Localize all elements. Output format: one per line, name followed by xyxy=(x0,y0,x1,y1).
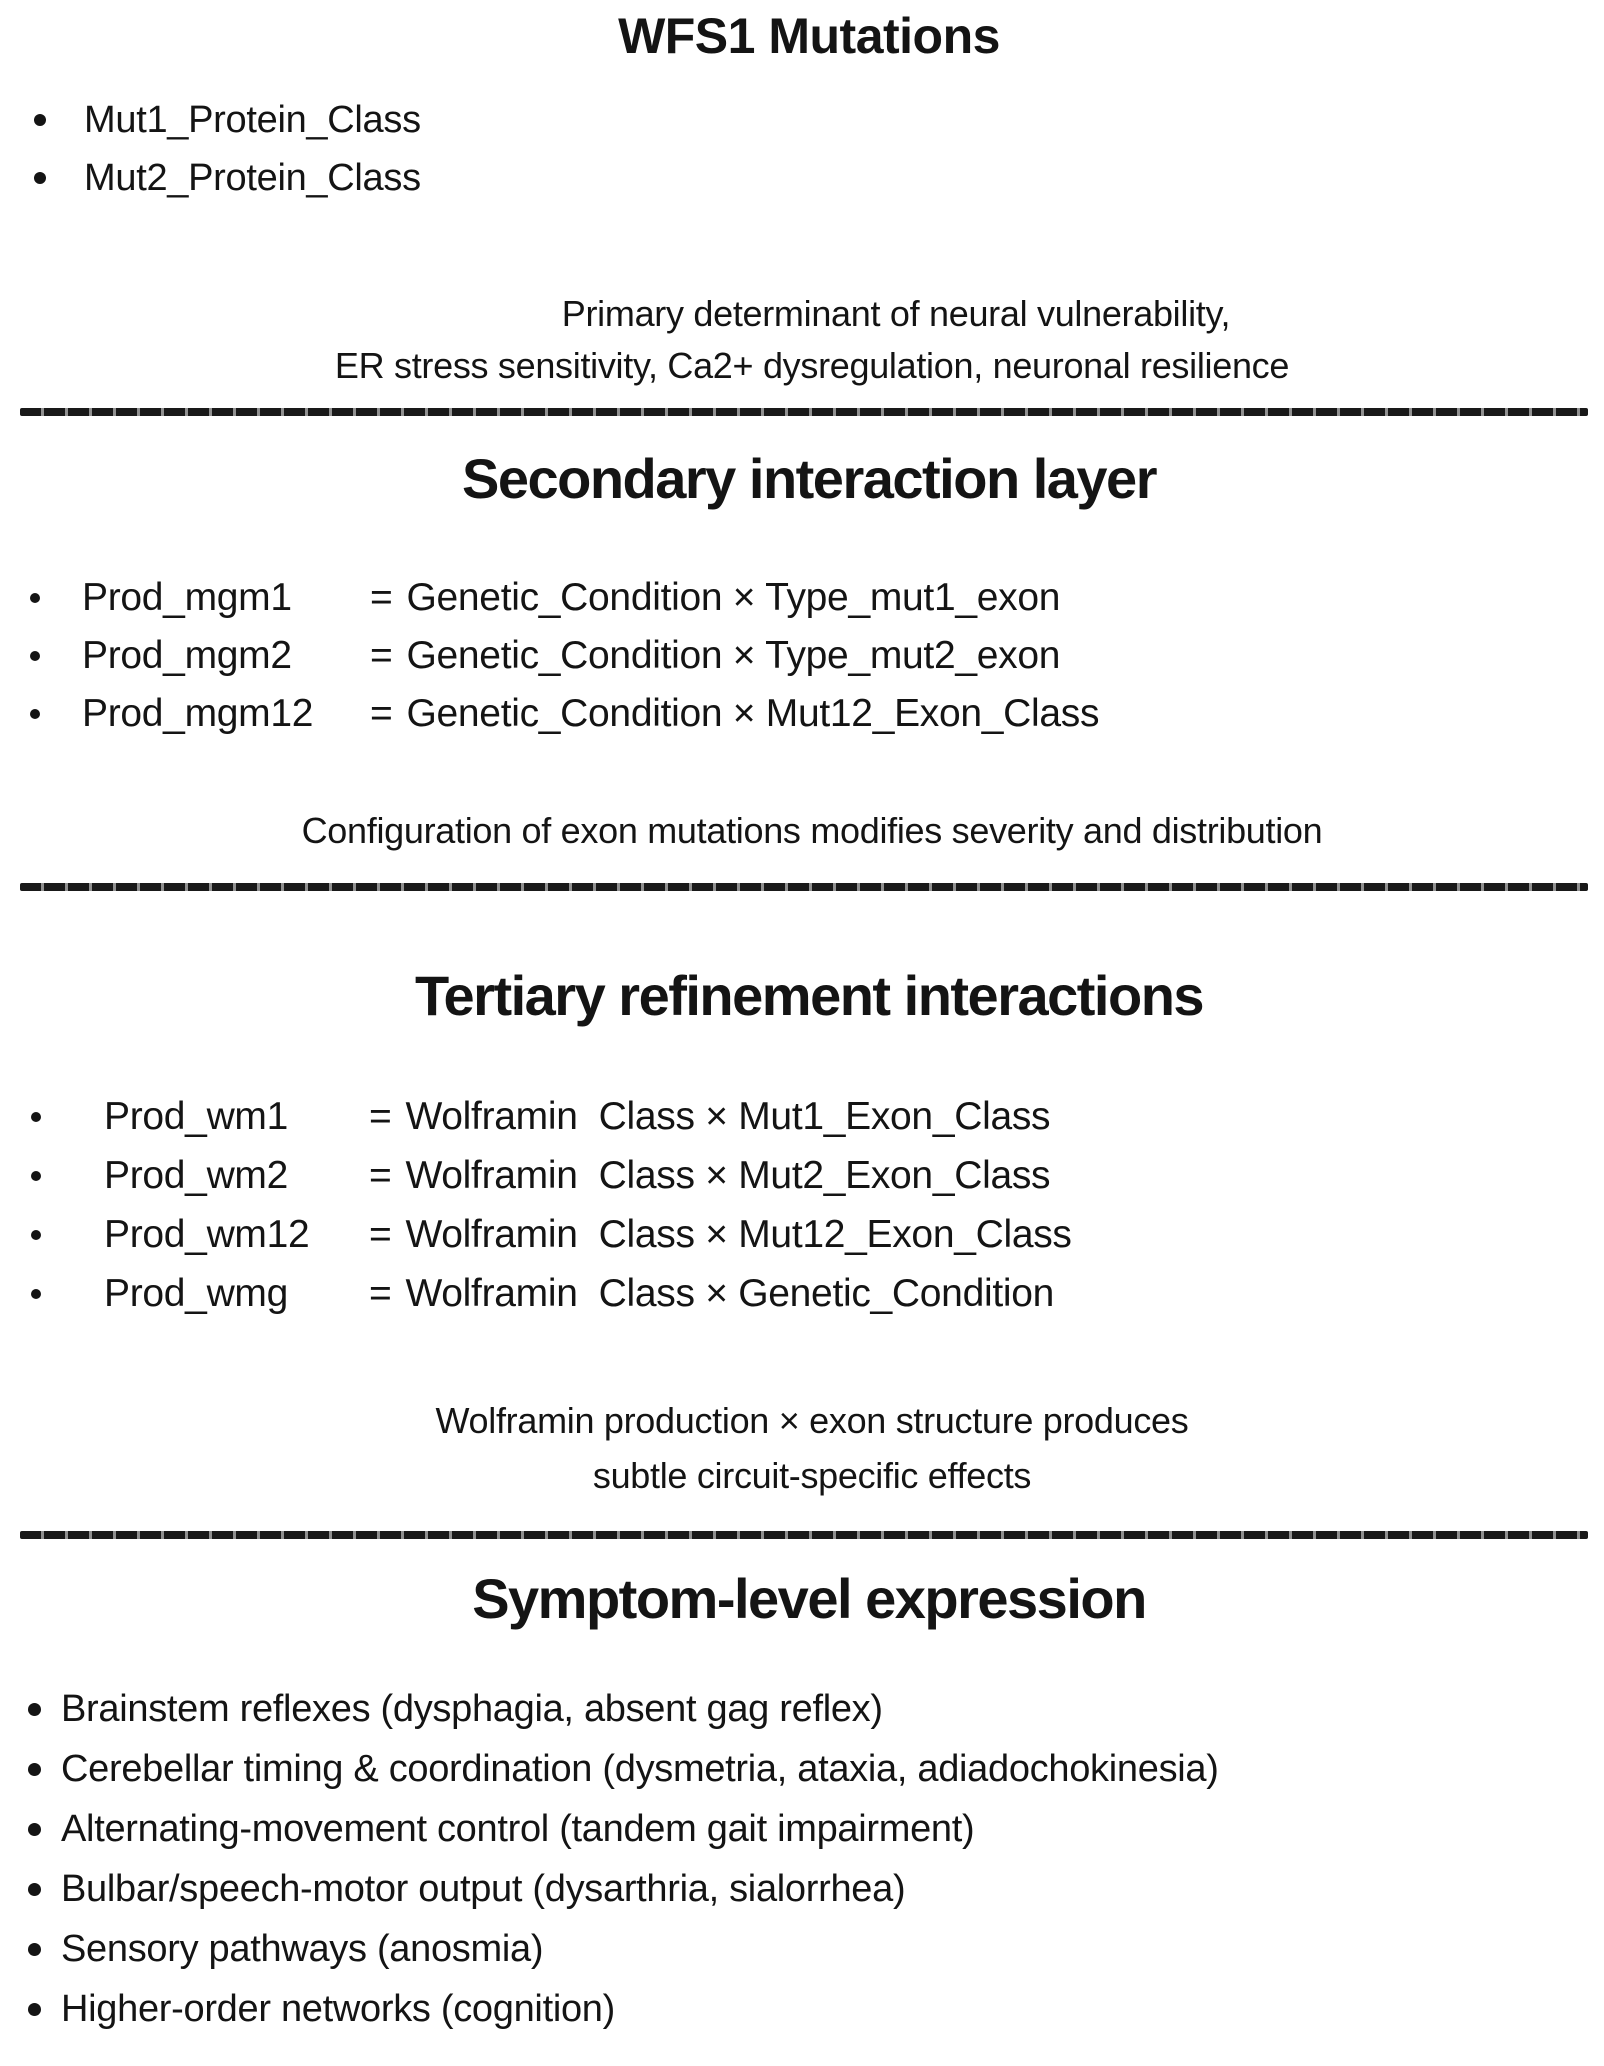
note-line: ER stress sensitivity, Ca2+ dysregulatio… xyxy=(334,345,1290,386)
list-item-label: Higher-order networks (cognition) xyxy=(61,1988,615,2030)
note-line: subtle circuit-specific effects xyxy=(592,1455,1032,1496)
equation-name: Prod_wm2 xyxy=(104,1154,289,1197)
equation-item: Prod_mgm2 = Genetic_Condition × Type_mut… xyxy=(0,634,1604,677)
section-heading: Tertiary refinement interactions xyxy=(414,964,1205,1027)
list-item: Higher-order networks (cognition) xyxy=(0,1987,1604,2031)
equals-sign: = xyxy=(370,692,393,735)
secondary-equation-list: Prod_mgm1 = Genetic_Condition × Type_mut… xyxy=(0,576,1604,735)
section-note: Primary determinant of neural vulnerabil… xyxy=(0,288,1604,392)
bullet-icon xyxy=(31,1230,41,1240)
equation-item: Prod_mgm12 = Genetic_Condition × Mut12_E… xyxy=(0,692,1604,735)
symptom-list: Brainstem reflexes (dysphagia, absent ga… xyxy=(0,1687,1604,2031)
bullet-icon xyxy=(28,1883,41,1896)
bullet-icon xyxy=(28,1703,41,1716)
bullet-icon xyxy=(28,2003,41,2016)
bullet-icon xyxy=(31,1171,41,1181)
equals-sign: = xyxy=(370,576,393,619)
bullet-icon xyxy=(31,1289,41,1299)
mutation-class-list: Mut1_Protein_Class Mut2_Protein_Class xyxy=(0,98,1604,200)
equation-item: Prod_wm12 = Wolframin Class × Mut12_Exon… xyxy=(0,1213,1604,1256)
equation-name: Prod_wm12 xyxy=(104,1213,310,1256)
equation-name: Prod_mgm12 xyxy=(82,692,314,735)
bullet-icon xyxy=(28,1763,41,1776)
equals-sign: = xyxy=(369,1213,392,1256)
equals-sign: = xyxy=(369,1154,392,1197)
list-item-label: Mut2_Protein_Class xyxy=(84,157,421,199)
note-line: Wolframin production × exon structure pr… xyxy=(435,1400,1189,1441)
section-note: Configuration of exon mutations modifies… xyxy=(0,811,1604,851)
section-heading: Symptom-level expression xyxy=(472,1567,1147,1630)
equation-item: Prod_wm1 = Wolframin Class × Mut1_Exon_C… xyxy=(0,1095,1604,1138)
bullet-icon xyxy=(31,1112,41,1122)
bullet-icon xyxy=(30,709,40,719)
equation-name: Prod_wmg xyxy=(104,1272,289,1315)
equation-name: Prod_wm1 xyxy=(104,1095,289,1138)
bullet-icon xyxy=(34,172,46,184)
list-item-label: Mut1_Protein_Class xyxy=(84,99,421,141)
bullet-icon xyxy=(30,593,40,603)
equation-name: Prod_mgm2 xyxy=(82,634,292,677)
list-item: Mut1_Protein_Class xyxy=(0,98,1604,142)
equation-expression: Wolframin Class × Mut2_Exon_Class xyxy=(405,1154,1051,1197)
equation-expression: Wolframin Class × Mut1_Exon_Class xyxy=(405,1095,1051,1138)
bullet-icon xyxy=(34,114,46,126)
list-item-label: Sensory pathways (anosmia) xyxy=(61,1928,544,1970)
equals-sign: = xyxy=(369,1095,392,1138)
equation-expression: Wolframin Class × Genetic_Condition xyxy=(405,1272,1055,1315)
note-line: Primary determinant of neural vulnerabil… xyxy=(561,293,1231,334)
list-item-label: Alternating-movement control (tandem gai… xyxy=(61,1808,975,1850)
equation-item: Prod_wm2 = Wolframin Class × Mut2_Exon_C… xyxy=(0,1154,1604,1197)
bullet-icon xyxy=(28,1823,41,1836)
note-line: Configuration of exon mutations modifies… xyxy=(301,810,1323,851)
equation-expression: Genetic_Condition × Mut12_Exon_Class xyxy=(406,692,1100,735)
bullet-icon xyxy=(30,651,40,661)
list-item: Brainstem reflexes (dysphagia, absent ga… xyxy=(0,1687,1604,1731)
list-item: Mut2_Protein_Class xyxy=(0,156,1604,200)
list-item: Sensory pathways (anosmia) xyxy=(0,1927,1604,1971)
list-item-label: Bulbar/speech-motor output (dysarthria, … xyxy=(61,1868,906,1910)
list-item: Alternating-movement control (tandem gai… xyxy=(0,1807,1604,1851)
dashed-divider xyxy=(20,883,1588,891)
equation-expression: Genetic_Condition × Type_mut1_exon xyxy=(406,576,1061,619)
equation-name: Prod_mgm1 xyxy=(82,576,292,619)
section-heading: Secondary interaction layer xyxy=(461,447,1158,510)
tertiary-equation-list: Prod_wm1 = Wolframin Class × Mut1_Exon_C… xyxy=(0,1095,1604,1315)
bullet-icon xyxy=(28,1943,41,1956)
list-item-label: Cerebellar timing & coordination (dysmet… xyxy=(61,1748,1219,1790)
section-note: Wolframin production × exon structure pr… xyxy=(0,1393,1604,1503)
equation-expression: Wolframin Class × Mut12_Exon_Class xyxy=(405,1213,1072,1256)
dashed-divider xyxy=(20,408,1588,416)
list-item: Bulbar/speech-motor output (dysarthria, … xyxy=(0,1867,1604,1911)
equals-sign: = xyxy=(369,1272,392,1315)
list-item-label: Brainstem reflexes (dysphagia, absent ga… xyxy=(61,1688,883,1730)
equals-sign: = xyxy=(370,634,393,677)
list-item: Cerebellar timing & coordination (dysmet… xyxy=(0,1747,1604,1791)
equation-expression: Genetic_Condition × Type_mut2_exon xyxy=(406,634,1061,677)
page-title: WFS1 Mutations xyxy=(618,8,1000,64)
dashed-divider xyxy=(20,1531,1588,1539)
equation-item: Prod_mgm1 = Genetic_Condition × Type_mut… xyxy=(0,576,1604,619)
equation-item: Prod_wmg = Wolframin Class × Genetic_Con… xyxy=(0,1272,1604,1315)
